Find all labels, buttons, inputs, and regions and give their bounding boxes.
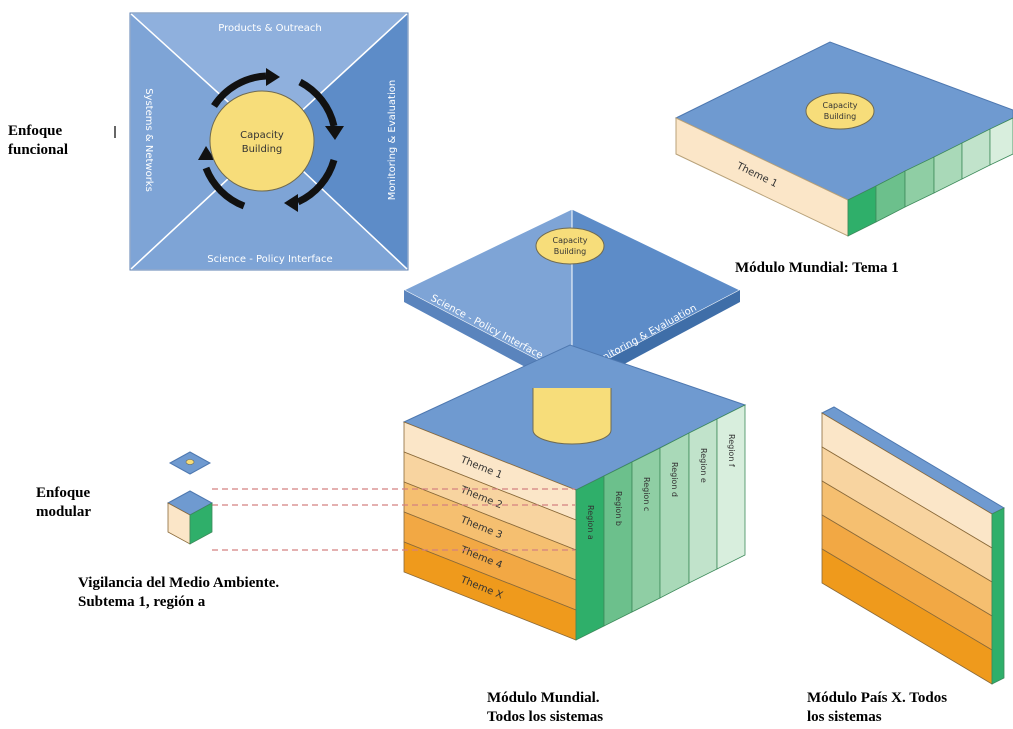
systems-networks-label: Systems & Networks [143,88,154,192]
modulo-mundial-todos-line-1: Módulo Mundial. [487,690,600,706]
modulo-pais-line-2: los sistemas [807,709,882,725]
enfoque-modular-line-2: modular [36,504,92,520]
vigilancia-line-2: Subtema 1, región a [78,594,206,610]
small-pyramid-icon [168,451,212,475]
enfoque-funcional-line-1: Enfoque [8,123,63,139]
region-label-e: Region e [699,448,708,483]
region-label-c: Region c [642,477,651,511]
monitoring-evaluation-label: Monitoring & Evaluation [387,80,398,200]
enfoque-modular-line-1: Enfoque [36,485,91,501]
region-label-a: Region a [586,505,595,540]
capacity-building-center-2: Building [242,144,283,155]
country-slab [820,406,1006,685]
connector-lines [212,488,575,551]
tema1-capacity-1: Capacity [823,101,858,110]
modulo-mundial-todos-line-2: Todos los sistemas [487,709,604,725]
science-policy-label: Science - Policy Interface [207,254,332,265]
modulo-mundial-todos-caption: Módulo Mundial. Todos los sistemas [487,689,603,727]
global-cube: Theme 1 Theme 2 Theme 3 Theme 4 Theme X … [402,344,747,641]
modulo-pais-line-1: Módulo País X. Todos [807,690,948,706]
region-label-f: Region f [727,434,736,467]
products-outreach-label: Products & Outreach [218,23,321,34]
arrow-heads [198,68,344,212]
vigilancia-caption: Vigilancia del Medio Ambiente. Subtema 1… [78,574,279,612]
pyramid-capacity-2: Building [554,247,586,256]
cycle-arrows [202,72,338,210]
enfoque-funcional-line-2: funcional [8,142,69,158]
vigilancia-line-1: Vigilancia del Medio Ambiente. [78,575,280,591]
capacity-building-center-1: Capacity [240,130,284,141]
modulo-pais-caption: Módulo País X. Todos los sistemas [807,689,947,727]
tema1-capacity-2: Building [824,112,856,121]
modulo-mundial-tema1-caption: Módulo Mundial: Tema 1 [735,260,899,276]
enfoque-funcional-caption: Enfoque funcional [8,122,68,160]
tema1-slab: Capacity Building Theme 1 [674,41,1013,237]
pyramid-capacity-1: Capacity [553,236,588,245]
small-cube-icon [166,490,214,545]
functional-approach-square: Products & Outreach Systems & Networks M… [128,11,410,272]
region-label-d: Region d [670,462,679,497]
enfoque-modular-caption: Enfoque modular [36,484,91,522]
region-label-b: Region b [614,491,623,526]
